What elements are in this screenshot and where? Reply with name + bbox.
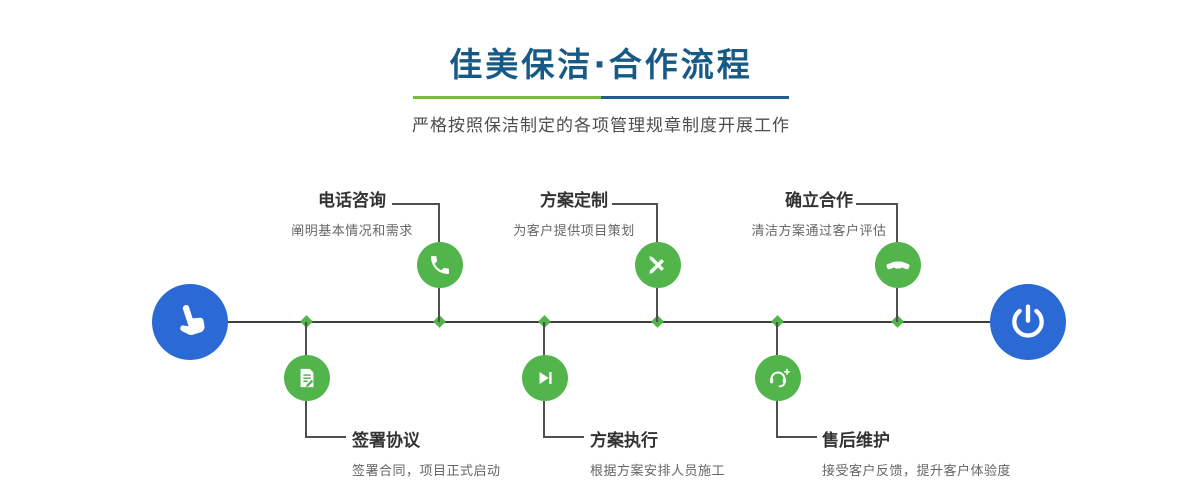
page-subtitle: 严格按照保洁制定的各项管理规章制度开展工作 xyxy=(412,116,790,136)
step-node-after-sales xyxy=(755,355,801,401)
plan-design-icon xyxy=(646,253,670,277)
timeline-line xyxy=(190,321,1028,323)
after-sales-icon xyxy=(766,366,790,390)
step-title: 电话咨询 xyxy=(318,191,386,211)
hand-pointer-icon xyxy=(170,302,210,342)
step-label-plan-design: 方案定制 为客户提供项目策划 xyxy=(454,186,694,239)
timeline-start-node xyxy=(152,284,228,360)
step-label-handshake: 确立合作 清洁方案通过客户评估 xyxy=(699,186,939,239)
label-connector xyxy=(896,204,898,242)
node-connector xyxy=(896,288,898,322)
node-connector xyxy=(305,322,307,355)
plan-execute-icon xyxy=(534,367,556,389)
label-connector xyxy=(856,203,898,205)
node-connector xyxy=(656,288,658,322)
sign-contract-icon xyxy=(296,367,318,389)
step-node-handshake xyxy=(875,242,921,288)
step-label-after-sales: 售后维护 接受客户反馈，提升客户体验度 xyxy=(822,426,1011,479)
step-title: 签署协议 xyxy=(352,431,420,451)
label-connector xyxy=(776,401,778,438)
label-connector xyxy=(543,401,545,438)
label-connector xyxy=(306,436,346,438)
step-label-sign-contract: 签署协议 签署合同，项目正式启动 xyxy=(352,426,501,479)
divider-green-segment xyxy=(413,96,601,99)
title-divider xyxy=(413,96,789,99)
phone-icon xyxy=(428,253,452,277)
step-desc: 为客户提供项目策划 xyxy=(513,224,635,239)
page-title: 佳美保洁·合作流程 xyxy=(449,45,753,84)
power-icon xyxy=(1008,302,1048,342)
step-desc: 签署合同，项目正式启动 xyxy=(352,464,501,479)
timeline-end-node xyxy=(990,284,1066,360)
node-connector xyxy=(438,288,440,322)
label-connector xyxy=(656,204,658,242)
step-node-plan-execute xyxy=(522,355,568,401)
step-desc: 根据方案安排人员施工 xyxy=(590,464,726,479)
label-connector xyxy=(777,436,817,438)
label-connector xyxy=(392,203,440,205)
label-connector xyxy=(305,401,307,438)
step-title: 方案执行 xyxy=(590,431,658,451)
label-connector xyxy=(612,203,658,205)
handshake-icon xyxy=(885,252,911,278)
step-node-sign-contract xyxy=(284,355,330,401)
node-connector xyxy=(776,322,778,355)
label-connector xyxy=(544,436,584,438)
step-desc: 清洁方案通过客户评估 xyxy=(751,224,887,239)
step-desc: 阐明基本情况和需求 xyxy=(291,224,413,239)
step-label-phone-consult: 电话咨询 阐明基本情况和需求 xyxy=(232,186,472,239)
step-title: 确立合作 xyxy=(785,191,853,211)
step-node-phone-consult xyxy=(417,242,463,288)
step-label-plan-execute: 方案执行 根据方案安排人员施工 xyxy=(590,426,725,479)
step-desc: 接受客户反馈，提升客户体验度 xyxy=(822,464,1012,479)
step-title: 方案定制 xyxy=(540,191,608,211)
label-connector xyxy=(438,204,440,242)
node-connector xyxy=(543,322,545,355)
step-title: 售后维护 xyxy=(822,431,890,451)
step-node-plan-design xyxy=(635,242,681,288)
divider-blue-segment xyxy=(601,96,789,99)
